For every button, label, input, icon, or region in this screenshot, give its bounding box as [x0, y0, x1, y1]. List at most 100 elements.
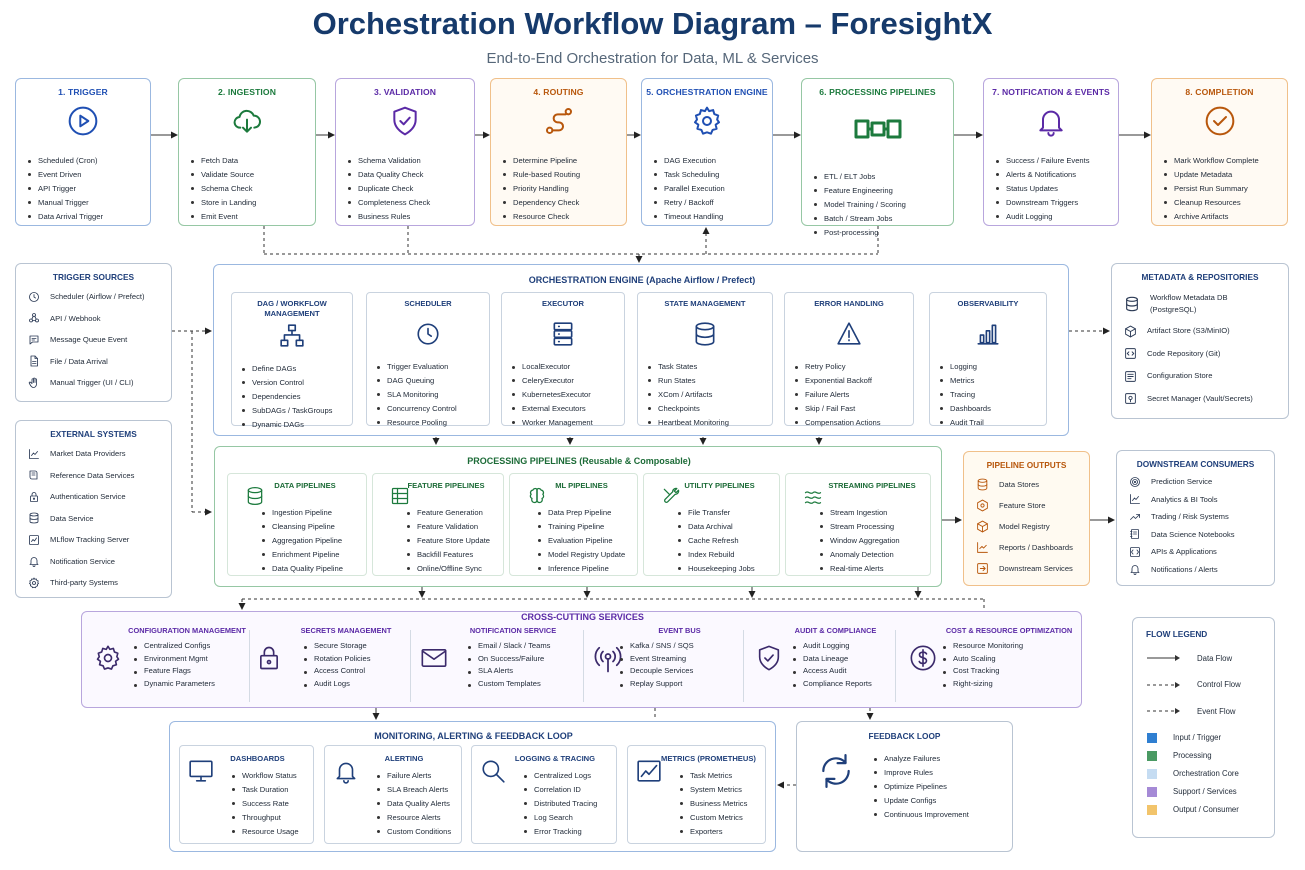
chart-icon [1130, 494, 1140, 505]
list-item: Compliance Reports [791, 678, 896, 691]
list-item: Schema Check [189, 182, 315, 196]
list-item: Resource Monitoring [941, 640, 1083, 653]
list-item: File Transfer [676, 506, 779, 520]
list-item: Worker Management [510, 416, 624, 430]
list-item: Compensation Actions [793, 416, 913, 430]
item-label: File / Data Arrival [50, 356, 108, 366]
list-item: Data Arrival Trigger [26, 210, 150, 224]
list-item: Data Archival [676, 520, 779, 534]
model-icon [977, 520, 988, 533]
play-circle-icon [68, 106, 98, 136]
cell-divider [249, 630, 250, 702]
list-item: LocalExecutor [510, 360, 624, 374]
list-item: Cache Refresh [676, 534, 779, 548]
gear-icon [29, 577, 39, 588]
item-label: Feature Store [999, 501, 1046, 510]
group-title: FEATURE PIPELINES [407, 481, 485, 490]
trading-icon [1130, 513, 1140, 520]
group-title: ML PIPELINES [555, 481, 608, 490]
legend-label: Event Flow [1197, 706, 1236, 716]
legend-label: Output / Consumer [1173, 805, 1239, 814]
list-item: Failure Alerts [375, 769, 461, 783]
item-label: Manual Trigger (UI / CLI) [50, 378, 134, 388]
hand-icon [28, 377, 37, 388]
page-title: Orchestration Workflow Diagram – Foresig… [312, 6, 993, 41]
list-item: Retry / Backoff [652, 196, 772, 210]
list-item: DAG Queuing [375, 374, 489, 388]
gear-icon [694, 106, 720, 135]
engine-panel: ORCHESTRATION ENGINE (Apache Airflow / P… [213, 264, 1069, 436]
list-item: Downstream Triggers [994, 196, 1118, 210]
item-label: Data Service [50, 513, 94, 523]
list-item: Model Training / Scoring [812, 198, 953, 212]
list-item: Feature Generation [405, 506, 503, 520]
legend-color-item: Output / Consumer [1133, 801, 1274, 819]
code-icon [1125, 348, 1136, 360]
pipelines-title: PROCESSING PIPELINES (Reusable & Composa… [467, 456, 691, 466]
list-item: Continuous Improvement [872, 808, 969, 822]
legend-swatch [1147, 750, 1157, 761]
list-item: DAG Execution [652, 154, 772, 168]
notebook-icon [1130, 529, 1139, 540]
panel-title: METADATA & REPOSITORIES [1141, 272, 1259, 282]
list-item: Post-processing [812, 226, 953, 240]
gear-icon [96, 645, 120, 670]
module-title: DAG / WORKFLOW MANAGEMENT [257, 299, 327, 318]
list-item: SLA Alerts [466, 665, 584, 678]
list-item: Duplicate Check [346, 182, 474, 196]
list-item: System Metrics [678, 783, 765, 797]
panel-item: APIs & Applications [1117, 543, 1274, 561]
list-item: Define DAGs [240, 362, 352, 376]
list-item: CeleryExecutor [510, 374, 624, 388]
list-item: Retry Policy [793, 360, 913, 374]
list-item: Access Control [302, 665, 411, 678]
panel-item: Data Service [16, 508, 171, 530]
panel-item: Code Repository (Git) [1112, 343, 1288, 366]
panel-title: DOWNSTREAM CONSUMERS [1136, 459, 1255, 469]
panel-item: Reports / Dashboards [964, 537, 1089, 558]
item-label: Downstream Services [999, 564, 1073, 573]
secret-icon [1125, 393, 1136, 405]
cell-title: EVENT BUS [658, 626, 701, 635]
group-title: ALERTING [384, 754, 424, 763]
list-item: Timeout Handling [652, 210, 772, 224]
item-label: Configuration Store [1147, 371, 1213, 381]
legend-line-item: Event Flow [1133, 698, 1274, 725]
cell-divider [583, 630, 584, 702]
panel-item: Scheduler (Airflow / Prefect) [16, 286, 171, 308]
database-icon [695, 322, 715, 346]
panel-item: Message Queue Event [16, 329, 171, 351]
list-item: Exporters [678, 825, 765, 839]
list-item: Heartbeat Monitoring [646, 416, 772, 430]
panel-item: Prediction Service [1117, 473, 1274, 491]
list-item: Update Metadata [1162, 168, 1287, 182]
list-item: Resource Check [501, 210, 626, 224]
panel-item: Analytics & BI Tools [1117, 491, 1274, 509]
list-item: Custom Templates [466, 678, 584, 691]
broadcast-icon [594, 646, 622, 673]
list-item: API Trigger [26, 182, 150, 196]
module-title: EXECUTOR [541, 299, 585, 308]
list-item: Concurrency Control [375, 402, 489, 416]
database-icon [977, 478, 988, 491]
lock-icon [30, 491, 38, 502]
list-item: Parallel Execution [652, 182, 772, 196]
